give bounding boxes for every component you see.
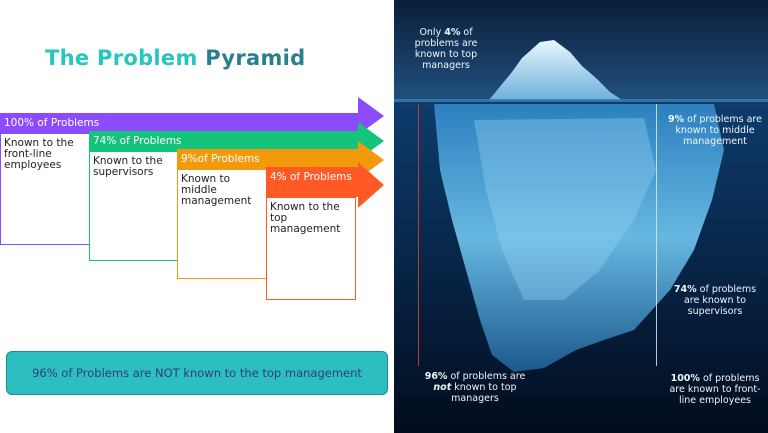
page-title: The Problem Pyramid (45, 46, 306, 70)
band-arrow-3: 9%of Problems (177, 149, 358, 169)
summary-banner: 96% of Problems are NOT known to the top… (6, 351, 388, 395)
iceberg-image: Only 4% of problems are known to top man… (394, 0, 768, 433)
iceberg-note-1-rest: of problems are known to middle manageme… (675, 114, 762, 147)
band-box-2-text: Known to the supervisors (93, 155, 163, 178)
band-box-1: Known to the front-line employees (0, 133, 92, 245)
iceberg-bottom-em: not (433, 382, 451, 393)
iceberg-note-middle-management: 9% of problems are known to middle manag… (666, 114, 764, 147)
iceberg-note-2-bold: 74% (674, 284, 697, 295)
band-label-3: 9%of Problems (181, 153, 260, 165)
band-box-4-text: Known to the top management (270, 201, 340, 235)
iceberg-bottom-bold: 96% (425, 371, 448, 382)
iceberg-note-3-bold: 100% (671, 373, 700, 384)
iceberg-bottom-mid: of problems are (447, 371, 525, 382)
band-arrow-4: 4% of Problems (266, 167, 358, 197)
band-box-3-text: Known to middle management (181, 173, 251, 207)
iceberg-top-note-bold: 4% (444, 27, 460, 38)
band-box-2: Known to the supervisors (89, 151, 181, 261)
iceberg-note-front-line: 100% of problems are known to front-line… (666, 373, 764, 406)
band-label-1: 100% of Problems (4, 117, 99, 129)
iceberg-note-supervisors: 74% of problems are known to supervisors (666, 284, 764, 317)
band-arrowhead-4 (358, 162, 384, 208)
iceberg-bottom-left-note: 96% of problems are not known to top man… (416, 371, 534, 404)
title-part-2: Pyramid (205, 46, 305, 70)
band-box-3: Known to middle management (177, 169, 269, 279)
iceberg-top-note-pre: Only (419, 27, 444, 38)
iceberg-bottom-post: known to top managers (451, 382, 516, 404)
band-arrow-2: 74% of Problems (89, 131, 358, 151)
band-box-1-text: Known to the front-line employees (4, 137, 74, 171)
band-arrow-1: 100% of Problems (0, 113, 358, 133)
band-label-4: 4% of Problems (270, 171, 352, 183)
band-box-4: Known to the top management (266, 197, 356, 300)
band-label-2: 74% of Problems (93, 135, 182, 147)
title-part-1: The Problem (45, 46, 205, 70)
iceberg-note-1-bold: 9% (668, 114, 684, 125)
iceberg-top-note: Only 4% of problems are known to top man… (398, 27, 494, 71)
summary-banner-text: 96% of Problems are NOT known to the top… (32, 366, 362, 380)
